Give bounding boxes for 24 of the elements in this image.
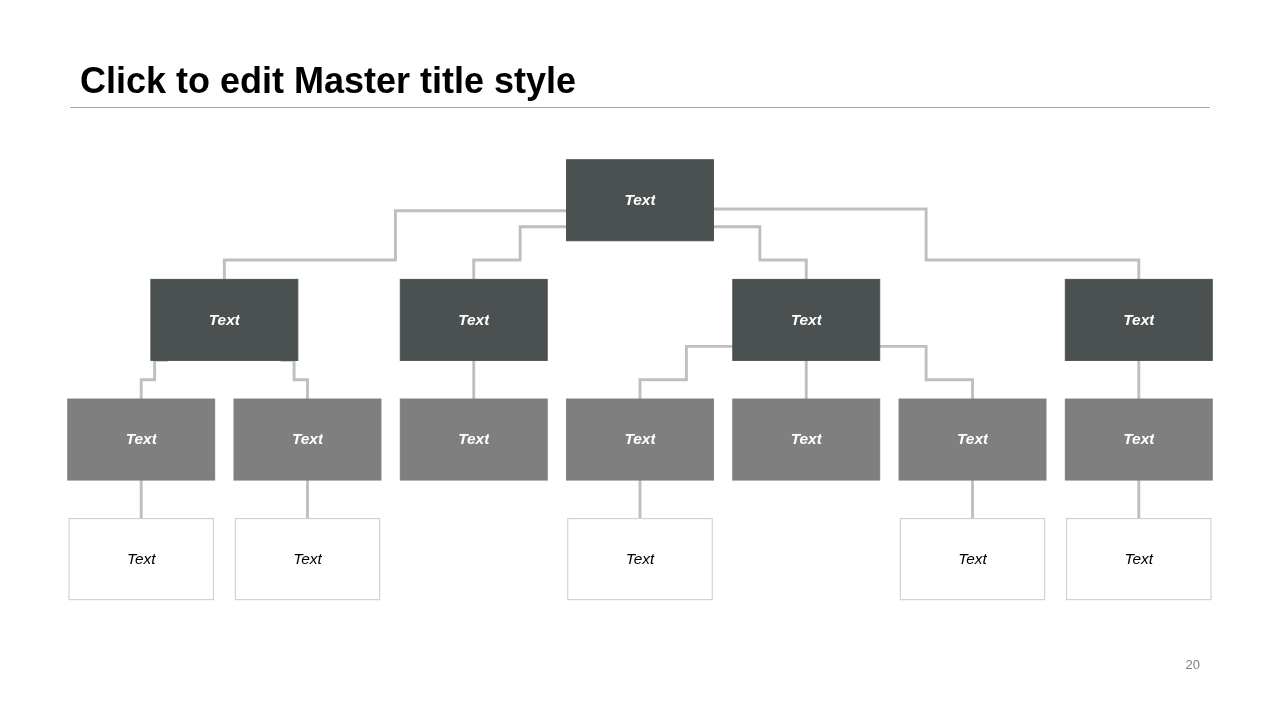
node-box: Text: [899, 518, 1046, 601]
node-box: Text: [68, 518, 214, 601]
connector: [472, 359, 476, 401]
node-box: Text: [567, 518, 713, 601]
node-box: Text: [1064, 398, 1213, 481]
node-box: Text: [732, 279, 881, 362]
node-box: Text: [150, 279, 299, 362]
node-box: Text: [732, 398, 881, 481]
connector: [879, 345, 974, 401]
node-box: Text: [399, 398, 548, 481]
connector: [638, 345, 733, 401]
node-box: Text: [898, 398, 1047, 481]
node-box: Text: [234, 518, 381, 601]
node-box: Text: [566, 398, 714, 481]
node-box: Text: [1064, 279, 1213, 362]
slide-title: Click to edit Master title style: [80, 60, 577, 102]
node-box: Text: [233, 398, 382, 481]
node-box: Text: [566, 159, 714, 242]
node-box: Text: [67, 398, 216, 481]
node-box: Text: [1066, 518, 1212, 601]
node-box: Text: [399, 279, 548, 362]
page-number: 20: [1185, 657, 1200, 672]
connector: [1137, 359, 1141, 401]
connector: [804, 359, 808, 401]
